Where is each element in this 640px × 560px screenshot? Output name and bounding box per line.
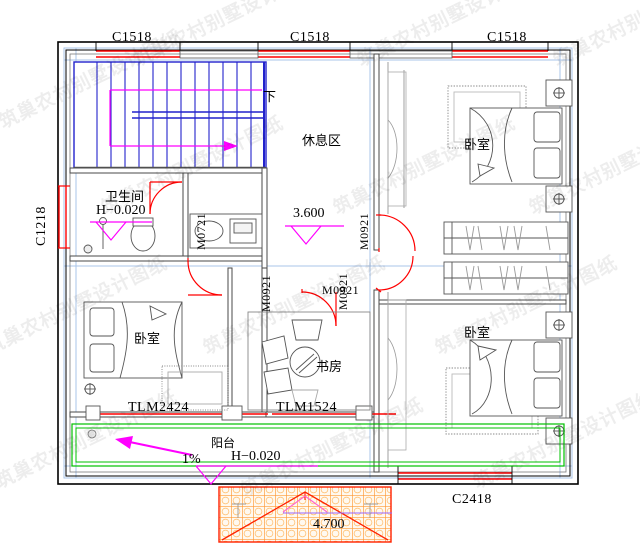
door-label-m0921-utility: M0921 [259,274,273,312]
bedroom-left-furniture [83,301,229,411]
window-label-c2418: C2418 [452,492,492,507]
staircase [73,61,267,170]
bedroom-top-right-furniture [443,79,573,255]
bottom-window-c2418 [397,466,513,484]
room-label-balcony: 阳台 [211,436,236,450]
door-label-tlm2424: TLM2424 [128,400,190,415]
window-label-c1518-right: C1518 [487,30,527,45]
door-label-tlm1524: TLM1524 [276,400,338,415]
slope-arrow [115,436,193,456]
elevation-markers [90,221,344,485]
door-swings [149,181,416,327]
slope-label: 1% [182,452,201,467]
elevation-label-roof-4700: 4.700 [313,517,345,532]
utility-fixtures [189,213,263,249]
window-label-c1518-center: C1518 [290,30,330,45]
elevation-label-balcony: H−0.020 [231,449,281,464]
room-label-bedroom-left: 卧室 [134,332,161,347]
stair-direction-arrow [224,141,238,151]
room-label-rest-area: 休息区 [302,134,342,149]
room-label-bathroom: 卫生间 [105,190,145,205]
study-furniture [247,311,371,411]
top-windows [95,42,549,59]
stairs-down-label: 下 [263,90,277,105]
balcony-door-jambs [85,405,373,421]
door-label-m0721: M0721 [194,212,208,250]
door-label-m0921-corridor-b: M0921 [357,212,371,250]
entrance-canopy [218,486,392,543]
elevation-label-3600: 3.600 [293,206,325,221]
corridor-lines [387,62,407,468]
bedroom-bottom-right-furniture [443,261,573,445]
elevation-label-bathroom: H−0.020 [96,203,146,218]
window-label-c1218: C1218 [34,206,49,246]
door-label-m0921-study: M0921 [322,283,360,297]
room-label-study: 书房 [316,360,343,375]
room-label-bedroom-bottom-right: 卧室 [464,326,491,341]
bathroom-fixtures [83,217,156,254]
window-label-c1518-left: C1518 [112,30,152,45]
left-window-c1218 [58,185,70,249]
exterior-walls [57,41,579,485]
room-label-bedroom-top-right: 卧室 [464,138,491,153]
